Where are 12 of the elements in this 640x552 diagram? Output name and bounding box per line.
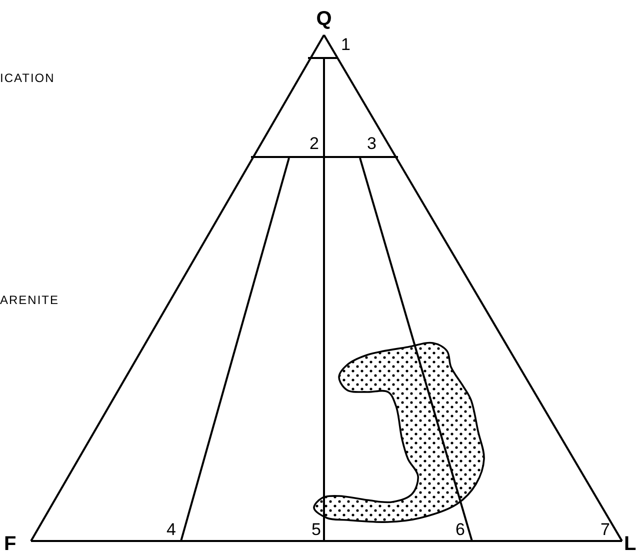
vertex-label: Q (316, 9, 332, 29)
field-number: 7 (600, 521, 610, 538)
field-number: 2 (310, 135, 319, 152)
field-number: 6 (456, 521, 465, 538)
classification-label: ARENITE (0, 294, 60, 306)
vertex-label: L (624, 534, 636, 552)
field-number: 1 (341, 36, 350, 53)
classification-label: ICATION (0, 72, 55, 84)
vertex-label: F (4, 534, 16, 552)
field-number: 5 (312, 521, 321, 538)
field-number: 4 (166, 521, 176, 538)
field-number: 3 (367, 135, 376, 152)
